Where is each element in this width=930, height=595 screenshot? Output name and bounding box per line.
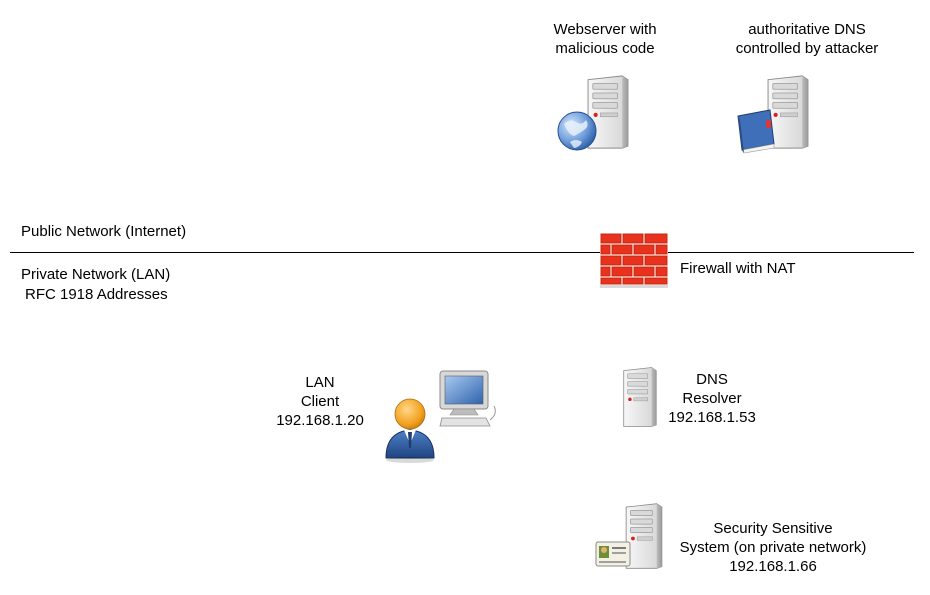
private-network-label: Private Network (LAN) xyxy=(21,266,171,283)
webserver-label-line2: malicious code xyxy=(555,40,655,57)
lan-client-ip: 192.168.1.20 xyxy=(276,412,364,429)
lan-client-label-line1: LAN xyxy=(305,374,335,391)
dns-resolver-label-line1: DNS xyxy=(696,371,728,388)
secure-system-label-line2: System (on private network) xyxy=(679,539,867,556)
rfc1918-label: RFC 1918 Addresses xyxy=(25,286,168,303)
dns-resolver-label: DNS Resolver 192.168.1.53 xyxy=(656,370,768,427)
auth-dns-label-line2: controlled by attacker xyxy=(735,40,879,57)
server-icon[interactable] xyxy=(620,366,660,428)
auth-dns-label: authoritative DNS controlled by attacker xyxy=(712,20,902,58)
dns-resolver-label-line2: Resolver xyxy=(682,390,742,407)
lan-client-label-line2: Client xyxy=(300,393,340,410)
secure-system-label: Security Sensitive System (on private ne… xyxy=(662,519,884,576)
firewall-label: Firewall with NAT xyxy=(680,260,796,277)
secure-system-label-line1: Security Sensitive xyxy=(713,520,833,537)
network-boundary-line xyxy=(10,252,914,253)
webserver-label-line1: Webserver with xyxy=(553,21,657,38)
server-globe-icon[interactable] xyxy=(556,72,636,154)
webserver-label: Webserver with malicious code xyxy=(532,20,678,58)
secure-system-ip: 192.168.1.66 xyxy=(729,558,817,575)
server-idcard-icon[interactable] xyxy=(594,500,670,572)
server-book-icon[interactable] xyxy=(736,72,816,154)
lan-client-label: LAN Client 192.168.1.20 xyxy=(268,373,372,430)
brick-firewall-icon[interactable] xyxy=(596,230,672,290)
user-workstation-icon[interactable] xyxy=(384,368,500,464)
dns-resolver-ip: 192.168.1.53 xyxy=(668,409,756,426)
public-network-label: Public Network (Internet) xyxy=(21,223,187,240)
auth-dns-label-line1: authoritative DNS xyxy=(748,21,866,38)
